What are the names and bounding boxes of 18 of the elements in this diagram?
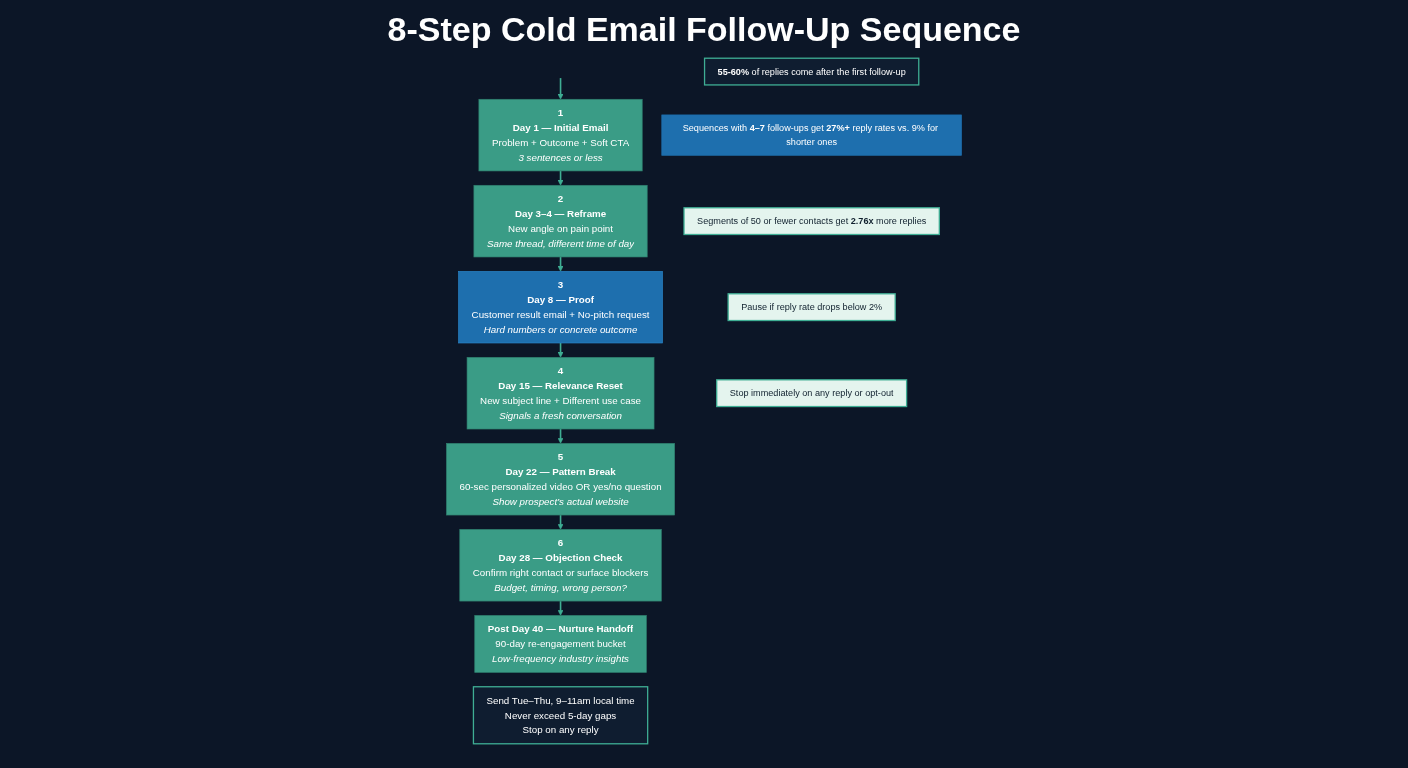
node-box: Send Tue–Thu, 9–11am local time Never exceed 5-day gaps Stop on any reply bbox=[472, 686, 649, 745]
arrow bbox=[557, 256, 564, 272]
node-box: 4 Day 15 — Relevance Reset New subject line + Different use case Signals a fresh conversation bbox=[466, 357, 655, 430]
node-box: Post Day 40 — Nurture Handoff 90-day re-engagement bucket Low-frequency industry insights bbox=[474, 615, 647, 673]
node-box: Segments of 50 or fewer contacts get 2.76x more replies bbox=[683, 207, 940, 236]
diagram-title: 8-Step Cold Email Follow-Up Sequence bbox=[386, 9, 1022, 50]
node-box: Sequences with 4–7 follow-ups get 27%+ reply rates vs. 9% for shorter ones bbox=[661, 114, 962, 156]
arrow bbox=[557, 342, 564, 358]
node-box: 1 Day 1 — Initial Email Problem + Outcome + Soft CTA 3 sentences or less bbox=[478, 98, 643, 172]
node-box: 3 Day 8 — Proof Customer result email + No-pitch request Hard numbers or concrete outcome bbox=[458, 271, 663, 344]
node-box: 55-60% of replies come after the first follow-up bbox=[703, 57, 920, 86]
node-box: Stop immediately on any reply or opt-out bbox=[716, 379, 908, 408]
arrow bbox=[557, 428, 564, 444]
node-box: 2 Day 3–4 — Reframe New angle on pain point Same thread, different time of day bbox=[473, 184, 648, 258]
arrow bbox=[557, 77, 564, 100]
node-box: Pause if reply rate drops below 2% bbox=[727, 293, 896, 322]
node-box: 5 Day 22 — Pattern Break 60-sec personalized video OR yes/no question Show prospect’s actual website bbox=[446, 443, 675, 516]
node-box: 6 Day 28 — Objection Check Confirm right contact or surface blockers Budget, timing, wrong person? bbox=[459, 529, 662, 602]
